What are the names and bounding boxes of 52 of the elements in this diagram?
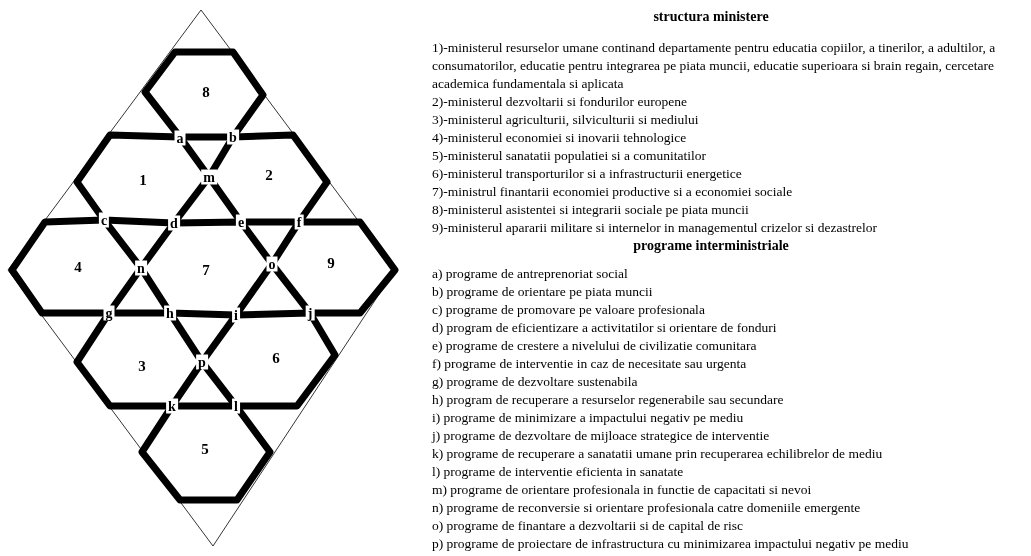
vertex-letter: a <box>174 130 186 146</box>
list-item: i) programe de minimizare a impactului negativ pe mediu <box>432 409 745 427</box>
vertex-letter: o <box>266 256 278 272</box>
hexagon-number: 3 <box>138 358 146 374</box>
vertex-letter: b <box>227 129 239 145</box>
list-item: p) programe de proiectare de infrastructura cu minimizarea impactului negativ pe mediu <box>432 535 910 553</box>
list-item: c) programe de promovare pe valoare profesionala <box>432 301 706 319</box>
hexagon-number: 4 <box>74 259 82 275</box>
list-item: f) programe de interventie in caz de necesitate sau urgenta <box>432 355 748 373</box>
list-item: 7)-ministrul finantarii economiei productive si a economiei sociale <box>432 183 794 201</box>
vertex-letter: i <box>232 307 240 323</box>
vertex-letter: g <box>103 305 115 321</box>
vertex-letter: m <box>201 169 217 185</box>
hexagon-number: 1 <box>139 172 147 188</box>
vertex-letter: h <box>164 305 176 321</box>
vertex-letter: p <box>196 354 208 370</box>
vertex-letter: f <box>294 214 304 230</box>
hexagon-number: 6 <box>272 350 280 366</box>
list-item: e) programe de crestere a nivelului de civilizatie comunitara <box>432 337 758 355</box>
list-item: j) programe de dezvoltare de mijloace strategice de interventie <box>432 427 771 445</box>
hexagon-number: 2 <box>265 167 273 183</box>
list-item: 9)-ministerul apararii militare si internelor in managementul crizelor si dezastrelor <box>432 219 878 237</box>
list-item: 6)-ministerul transporturilor si a infrastructurii energetice <box>432 165 743 183</box>
list-item: o) programe de finantare a dezvoltarii si de capital de risc <box>432 517 745 535</box>
list-item: d) program de eficientizare a activitatilor si orientare de fonduri <box>432 319 778 337</box>
vertex-letter: e <box>235 214 247 230</box>
list-item: 3)-ministerul agriculturii, silviculturii si mediului <box>432 111 700 129</box>
list-item: m) programe de orientare profesionala in functie de capacitati si nevoi <box>432 481 813 499</box>
list-item: 5)-ministerul sanatatii populatiei si a comunitatilor <box>432 147 708 165</box>
section-heading: structura ministere <box>652 8 770 26</box>
vertex-letter: k <box>166 398 178 414</box>
list-item: 2)-ministerul dezvoltarii si fondurilor europene <box>432 93 688 111</box>
hexagon-number: 8 <box>202 84 210 100</box>
list-item: 1)-ministerul resurselor umane continand departamente pentru educatia copiilor, a tinerilor, a adultilor, a consumatorilor, educatie pentru integrarea pe piata muncii, educatie superioara si brain regain, cercetare academica fundamentala si aplicata <box>432 39 997 93</box>
list-item: 8)-ministerul asistentei si integrarii sociale pe piata muncii <box>432 201 750 219</box>
list-item: k) programe de recuperare a sanatatii umane prin recuperarea echilibrelor de mediu <box>432 445 884 463</box>
list-item: g) programe de dezvoltare sustenabila <box>432 373 639 391</box>
list-item: l) programe de interventie eficienta in sanatate <box>432 463 685 481</box>
hexagon-number: 5 <box>201 441 209 457</box>
vertex-letter: d <box>168 215 180 231</box>
vertex-letter: j <box>305 305 315 321</box>
section-heading: programe interministriale <box>632 237 790 255</box>
list-item: a) programe de antreprenoriat social <box>432 265 629 283</box>
list-item: b) programe de orientare pe piata muncii <box>432 283 654 301</box>
hexagon-number: 7 <box>202 262 210 278</box>
vertex-letter: n <box>135 260 147 276</box>
vertex-letter: c <box>98 212 110 228</box>
hexagon-number: 9 <box>327 255 335 271</box>
list-item: h) program de recuperare a resurselor regenerabile sau secundare <box>432 391 785 409</box>
vertex-letter: l <box>232 398 240 414</box>
list-item: 4)-ministerul economiei si inovarii tehnologice <box>432 129 688 147</box>
list-item: n) programe de reconversie si orientare profesionala catre domeniile emergente <box>432 499 862 517</box>
